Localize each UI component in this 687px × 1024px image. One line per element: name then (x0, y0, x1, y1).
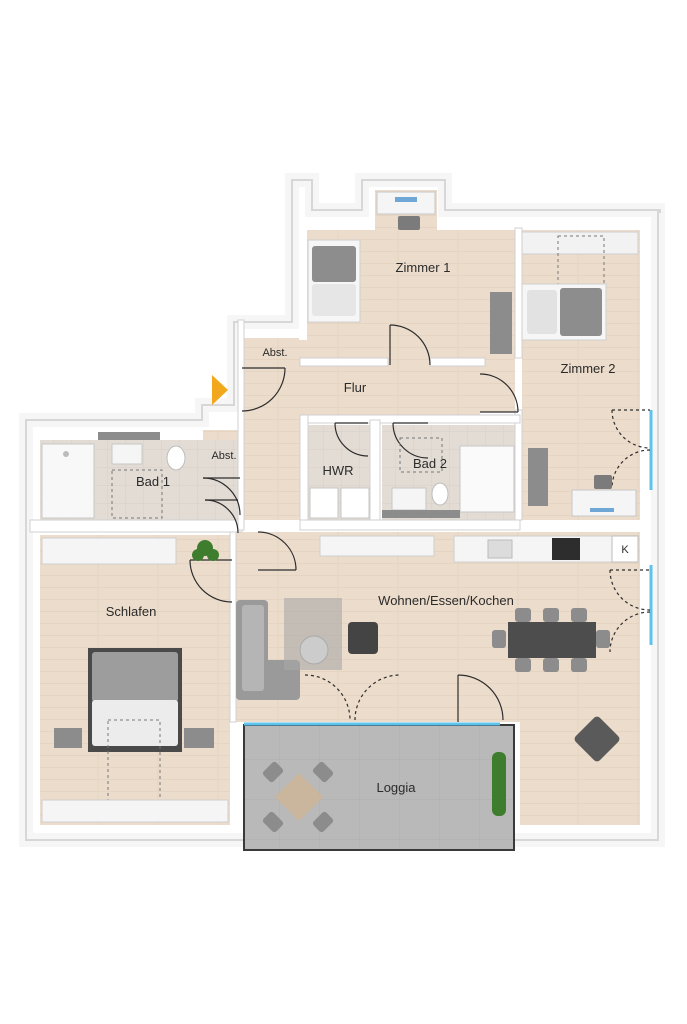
door-loggia-double (304, 674, 401, 721)
fridge-icon (611, 535, 639, 563)
vanity-bad-2-icon (382, 510, 460, 518)
door-bad-1 (204, 499, 239, 534)
armchair-icon (348, 622, 378, 654)
label-wohnen: Wohnen/Essen/Kochen (378, 593, 514, 608)
door-zimmer-2 (479, 373, 519, 413)
dresser-schlafen-icon (41, 799, 229, 823)
plant-schlafen-icon (192, 540, 219, 561)
label-bad-2: Bad 2 (413, 456, 447, 471)
coffee-table-icon (299, 635, 329, 665)
nightstand-right-icon (184, 728, 214, 748)
vanity-bad-1-icon (98, 432, 160, 440)
door-wohnen (257, 531, 297, 571)
toilet-bad-2-icon (431, 482, 449, 506)
door-wohnen-balcony (609, 569, 651, 653)
door-zimmer-2-balcony (611, 409, 651, 489)
wardrobe-schlafen-icon (41, 537, 177, 565)
loggia-planter-icon (492, 752, 506, 816)
lounge-chair-icon (574, 716, 620, 762)
desk-zimmer-1-icon (376, 191, 436, 230)
label-abst-top: Abst. (262, 347, 287, 359)
washer-icon (309, 487, 339, 519)
schlafen-outline (107, 719, 161, 821)
bed-zimmer-1-icon (307, 239, 361, 323)
door-entry (241, 367, 286, 412)
label-zimmer-1: Zimmer 1 (396, 260, 451, 275)
cabinet-zimmer-2-icon (528, 448, 548, 506)
wardrobe-zimmer-2-icon (521, 231, 639, 255)
bad-2-outline (399, 437, 443, 473)
room-labels: Zimmer 1 Zimmer 2 Abst. Flur Abst. Bad 1… (106, 260, 616, 795)
door-hwr (334, 422, 369, 457)
floor-flur (243, 340, 515, 520)
label-zimmer-2: Zimmer 2 (561, 361, 616, 376)
floor-abst-top (243, 338, 299, 368)
label-flur: Flur (344, 380, 367, 395)
cooktop-icon (552, 538, 580, 560)
door-loggia-single (457, 674, 504, 722)
sink-kitchen-icon (487, 539, 513, 559)
label-hwr: HWR (322, 463, 353, 478)
bed-zimmer-2-icon (521, 283, 607, 341)
wardrobe-zimmer-1-icon (490, 292, 512, 354)
shower-outline (111, 469, 163, 519)
bed-schlafen-icon (88, 648, 182, 752)
door-zimmer-1 (389, 324, 431, 366)
label-loggia: Loggia (376, 780, 416, 795)
door-abst-left (202, 477, 241, 516)
label-bad-1: Bad 1 (136, 474, 170, 489)
shower-bad-2-icon (459, 445, 515, 513)
kitchen-counter-icon (453, 535, 639, 563)
sink-bad-2-icon (391, 487, 427, 511)
toilet-bad-1-icon (166, 445, 186, 471)
sideboard-icon (319, 535, 435, 557)
label-abst-left: Abst. (211, 450, 236, 462)
dryer-icon (340, 487, 370, 519)
furniture: K (41, 191, 639, 833)
sink-bad-1-icon (111, 443, 143, 465)
label-schlafen: Schlafen (106, 604, 157, 619)
windows (244, 410, 653, 726)
entry-arrow-icon (212, 375, 228, 405)
door-bad-2 (392, 422, 429, 459)
desk-zimmer-2-icon (571, 475, 637, 517)
nightstand-left-icon (54, 728, 82, 748)
loggia-table-icon (262, 761, 334, 833)
kitchen-marker: K (621, 544, 629, 556)
bathtub-bad-1-icon (41, 443, 95, 519)
dining-table-icon (492, 608, 610, 672)
